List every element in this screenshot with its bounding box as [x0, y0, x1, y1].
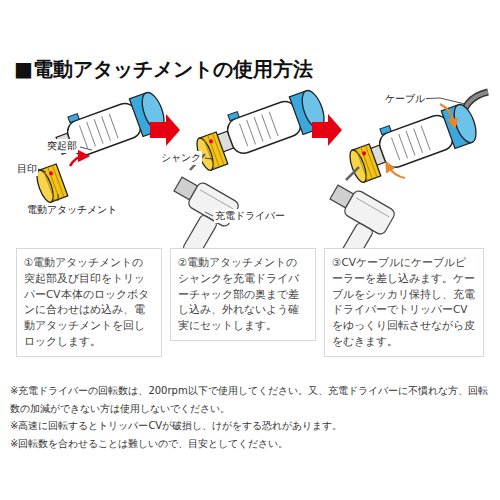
part-label: 充電ドライバー — [214, 209, 286, 223]
part-label: 突起部 — [46, 139, 78, 153]
part-label: 電動アタッチメント — [26, 203, 118, 217]
step-box: ②電動アタッチメントのシャンクを充電ドライバーチャック部の奥まで差し込み、外れな… — [170, 248, 316, 341]
step-text: ②電動アタッチメントのシャンクを充電ドライバーチャック部の奥まで差し込み、外れな… — [178, 255, 308, 334]
note-text: ※高速に回転するとトリッパーCVが破損し、けがをする恐れがあります。 — [10, 417, 490, 435]
part-label: シャンク — [160, 151, 202, 165]
part-label: 目印 — [16, 162, 38, 176]
step-box: ③CVケーブルにケーブルピーラーを差し込みます。ケーブルをシッカリ保持し、充電ド… — [324, 248, 484, 357]
part-label: ケーブル — [384, 92, 426, 106]
step-text: ③CVケーブルにケーブルピーラーを差し込みます。ケーブルをシッカリ保持し、充電ド… — [332, 255, 476, 350]
step-text: ①電動アタッチメントの突起部及び目印をトリッパーCV本体のロックボタンに合わせは… — [24, 255, 154, 350]
note-text: ※充電ドライバーの回転数は、200rpm以下で使用してください。又、充電ドライバ… — [10, 382, 490, 417]
notes-area: ※充電ドライバーの回転数は、200rpm以下で使用してください。又、充電ドライバ… — [10, 382, 490, 452]
note-text: ※回転数を合わせることは難しいので、目安としてください。 — [10, 435, 490, 453]
step-box: ①電動アタッチメントの突起部及び目印をトリッパーCV本体のロックボタンに合わせは… — [16, 248, 162, 357]
diagram-title: ■電動アタッチメントの使用方法 — [14, 56, 313, 83]
